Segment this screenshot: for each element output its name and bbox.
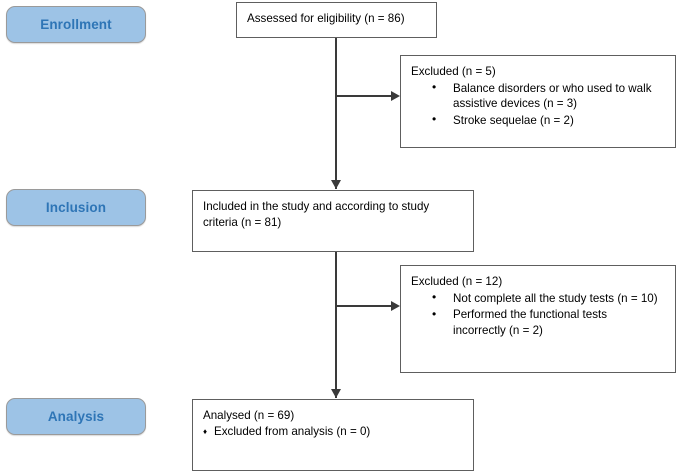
list-item: Stroke sequelae (n = 2) <box>432 112 665 129</box>
box-assessed-line-1: Assessed for eligibility (n = 86) <box>247 12 405 25</box>
arrowhead-into-excluded-2 <box>391 301 400 311</box>
box-excluded-enrollment: Excluded (n = 5) Balance disorders or wh… <box>400 55 676 148</box>
arrowhead-into-analysed <box>331 389 341 398</box>
connector-branch-excluded-1 <box>335 95 391 97</box>
stage-label-enrollment-text: Enrollment <box>40 16 112 32</box>
stage-label-analysis: Analysis <box>6 398 146 435</box>
box-included-in-study: Included in the study and according to s… <box>192 190 474 252</box>
stage-label-inclusion: Inclusion <box>6 189 146 226</box>
connector-branch-excluded-2 <box>335 305 391 307</box>
box-excluded-enrollment-heading: Excluded (n = 5) <box>411 65 496 78</box>
list-item: Performed the functional tests incorrect… <box>432 307 639 338</box>
box-excluded-inclusion-list: Not complete all the study tests (n = 10… <box>411 290 665 339</box>
box-analysed: Analysed (n = 69) Excluded from analysis… <box>192 399 474 471</box>
list-item: Balance disorders or who used to walk as… <box>432 80 665 112</box>
box-included-line-1: Included in the study and according to s… <box>203 200 430 229</box>
connector-assessed-to-included <box>335 37 337 189</box>
box-analysed-line-2: Excluded from analysis (n = 0) <box>203 424 463 440</box>
connector-included-to-analysed <box>335 252 337 398</box>
box-excluded-enrollment-list: Balance disorders or who used to walk as… <box>411 80 665 129</box>
box-assessed-for-eligibility: Assessed for eligibility (n = 86) <box>236 2 437 38</box>
box-excluded-inclusion-heading: Excluded (n = 12) <box>411 275 503 288</box>
stage-label-analysis-text: Analysis <box>47 408 105 424</box>
stage-label-inclusion-text: Inclusion <box>45 199 107 215</box>
stage-label-enrollment: Enrollment <box>6 6 146 43</box>
box-excluded-inclusion: Excluded (n = 12) Not complete all the s… <box>400 265 676 373</box>
list-item: Not complete all the study tests (n = 10… <box>432 290 665 307</box>
arrowhead-into-excluded-1 <box>391 91 400 101</box>
arrowhead-into-included <box>331 180 341 189</box>
box-analysed-line-1: Analysed (n = 69) <box>203 409 295 422</box>
